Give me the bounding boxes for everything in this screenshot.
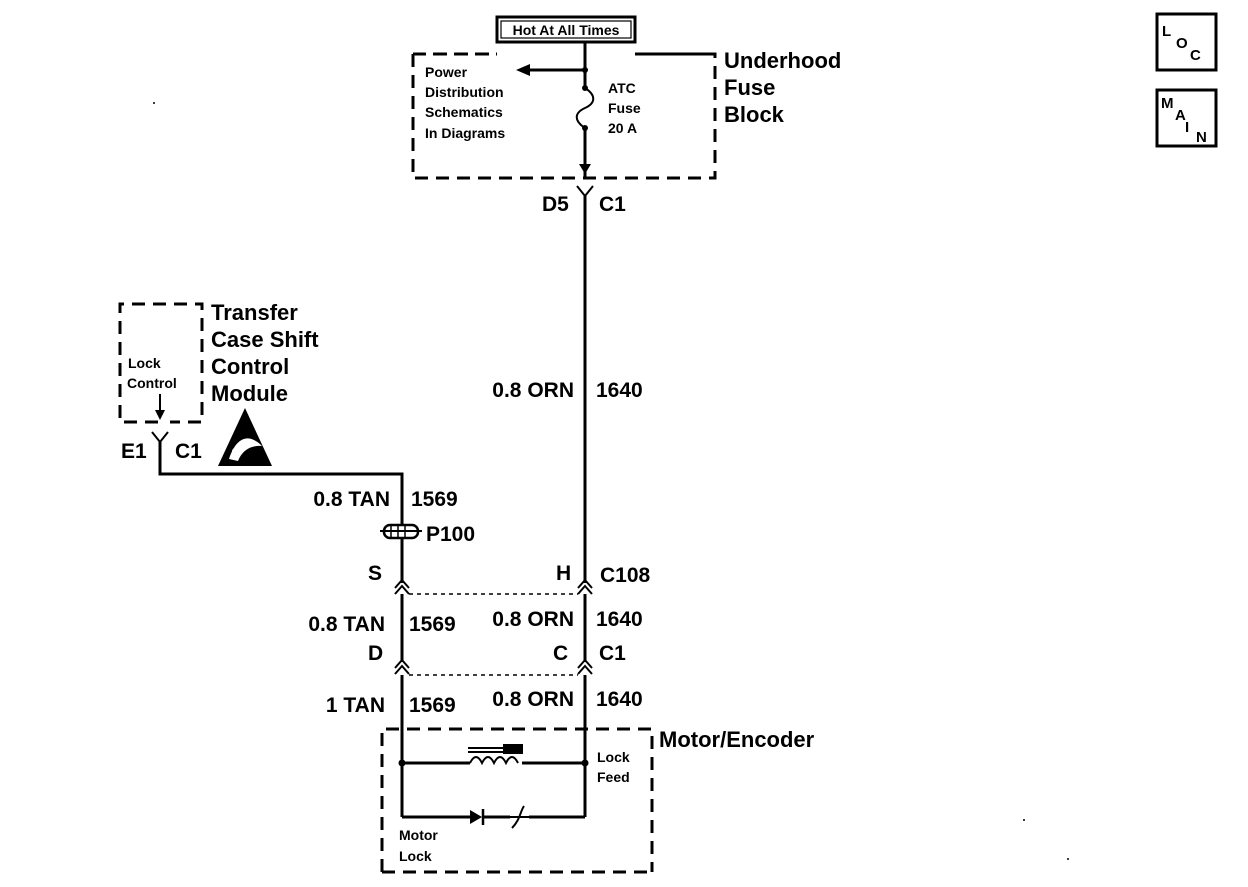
esd-warning-icon xyxy=(218,408,272,466)
svg-text:O: O xyxy=(1176,35,1188,52)
mid-tan-label: 0.8 TAN xyxy=(308,613,385,636)
mid-orn-circuit: 1640 xyxy=(596,608,643,631)
fuse-block-dashed-border xyxy=(411,52,717,180)
svg-text:C: C xyxy=(1190,47,1201,64)
wire-1569-label: 0.8 TAN xyxy=(313,488,390,511)
underhood-fuse-block: Underhood Fuse Block Power Distribution … xyxy=(411,42,847,180)
wire-1640-circuit: 1640 xyxy=(596,379,643,402)
arrow-left-icon xyxy=(516,64,530,76)
fuse-icon xyxy=(575,87,595,129)
atc-fuse-label: ATC Fuse 20 A xyxy=(608,80,645,136)
connector-top-name: C1 xyxy=(599,193,626,216)
bottom-tan-label: 1 TAN xyxy=(326,694,385,717)
module-connector-pin: E1 xyxy=(121,440,147,463)
module-dashed-border xyxy=(118,302,204,424)
c108-pin-left: S xyxy=(368,562,382,585)
c1-chevron-right-icon xyxy=(577,658,593,675)
main-button[interactable]: M A I N xyxy=(1155,88,1218,148)
motor-title: Motor/Encoder xyxy=(659,727,815,752)
c108-chevron-right-icon xyxy=(577,578,593,595)
svg-text:M: M xyxy=(1161,95,1174,112)
hot-at-all-times-label: Hot At All Times xyxy=(513,22,620,38)
arrow-down-icon xyxy=(155,410,165,420)
motor-lock-label: Motor Lock xyxy=(399,827,442,864)
splice-label: P100 xyxy=(426,523,475,546)
diode-icon xyxy=(470,810,482,824)
c1-name: C1 xyxy=(599,642,626,665)
bottom-orn-circuit: 1640 xyxy=(596,688,643,711)
c108-chevron-left-icon xyxy=(394,578,410,595)
mid-orn-label: 0.8 ORN xyxy=(492,608,574,631)
motor-dashed-border xyxy=(380,727,654,872)
wire-1640-label: 0.8 ORN xyxy=(492,379,574,402)
connector-c1-lower: D C C1 xyxy=(368,642,626,676)
svg-text:I: I xyxy=(1185,119,1189,136)
coil-icon xyxy=(469,756,519,766)
wire-1569-circuit: 1569 xyxy=(411,488,458,511)
module-connector-chevron-icon xyxy=(151,431,169,444)
module-connector-name: C1 xyxy=(175,440,202,463)
loc-button[interactable]: L O C xyxy=(1155,12,1218,72)
connector-top-pin: D5 xyxy=(542,193,569,216)
c1-pin-left: D xyxy=(368,642,383,665)
c1-chevron-left-icon xyxy=(394,658,410,675)
svg-text:L: L xyxy=(1162,23,1171,40)
bottom-orn-label: 0.8 ORN xyxy=(492,688,574,711)
bottom-tan-circuit: 1569 xyxy=(409,694,456,717)
wire-1569 xyxy=(158,442,404,583)
svg-text:N: N xyxy=(1196,129,1207,146)
module-title: Transfer Case Shift Control Module xyxy=(211,300,325,406)
connector-chevron-icon xyxy=(576,185,594,198)
lock-feed-label: Lock Feed xyxy=(597,749,634,785)
c1-pin-right: C xyxy=(553,642,568,665)
fuse-block-title: Underhood Fuse Block xyxy=(724,48,847,127)
hot-at-all-times-box: Hot At All Times xyxy=(495,15,637,44)
connector-c108: S H C108 xyxy=(368,562,651,595)
mid-tan-circuit: 1569 xyxy=(409,613,456,636)
splice-pack-p100: P100 xyxy=(380,523,475,546)
lock-control-label: Lock Control xyxy=(127,355,177,391)
power-distribution-reference[interactable]: Power Distribution Schematics In Diagram… xyxy=(425,64,507,141)
motor-encoder: Motor/Encoder Lock Feed Motor Lock xyxy=(380,727,815,874)
svg-text:A: A xyxy=(1175,107,1186,124)
transfer-case-module: Transfer Case Shift Control Module Lock … xyxy=(118,300,325,466)
c108-name: C108 xyxy=(600,564,651,587)
c108-pin-right: H xyxy=(556,562,571,585)
